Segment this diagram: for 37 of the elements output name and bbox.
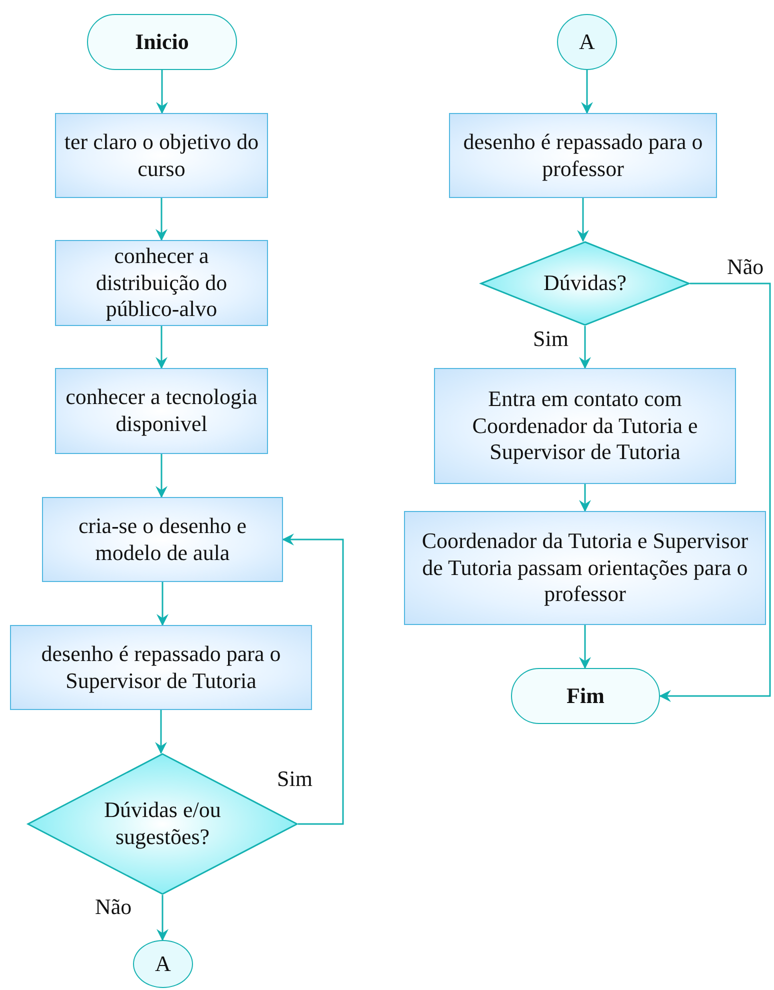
arrow bbox=[156, 895, 168, 941]
arrow bbox=[156, 454, 168, 498]
arrow bbox=[155, 710, 167, 754]
process-box bbox=[55, 368, 268, 454]
node-text: conhecer a distribuição do público-alvo bbox=[94, 242, 228, 324]
node-text: Fim bbox=[566, 682, 604, 710]
node-text: conhecer a tecnologia disponivel bbox=[64, 384, 258, 438]
node-text: Inicio bbox=[135, 28, 189, 56]
node-text: Dúvidas? bbox=[543, 270, 627, 297]
node-text: Entra em contato com Coordenador da Tutoria e Supervisor de Tutoria bbox=[471, 386, 699, 466]
node-text: desenho é repassado para o Supervisor de Tutoria bbox=[40, 640, 282, 694]
process-box bbox=[42, 497, 283, 582]
arrow bbox=[156, 582, 168, 626]
arrow bbox=[579, 484, 591, 512]
process-box bbox=[434, 368, 736, 484]
arrow bbox=[581, 70, 593, 114]
process-box bbox=[404, 511, 766, 625]
arrow bbox=[579, 625, 591, 669]
arrow bbox=[282, 534, 344, 825]
arrow bbox=[156, 198, 168, 241]
node-text: Dúvidas e/ou sugestões? bbox=[103, 797, 222, 851]
arrow bbox=[577, 198, 589, 242]
node-text: Coordenador da Tutoria e Supervisor de Tutoria passam orientações para o professor bbox=[420, 528, 750, 608]
node-text: cria-se o desenho e modelo de aula bbox=[78, 512, 248, 566]
process-box bbox=[55, 240, 268, 326]
arrow bbox=[156, 70, 168, 114]
decision-diamond bbox=[480, 241, 690, 326]
arrow bbox=[156, 326, 168, 369]
process-box bbox=[55, 113, 268, 198]
node-text: desenho é repassado para o professor bbox=[462, 128, 704, 182]
arrow bbox=[659, 282, 771, 702]
process-box bbox=[449, 113, 717, 198]
node-text: A bbox=[579, 28, 595, 56]
node-text: A bbox=[155, 950, 171, 978]
process-box bbox=[10, 625, 312, 710]
node-text: ter claro o objetivo do curso bbox=[64, 128, 259, 182]
arrow bbox=[579, 326, 591, 369]
